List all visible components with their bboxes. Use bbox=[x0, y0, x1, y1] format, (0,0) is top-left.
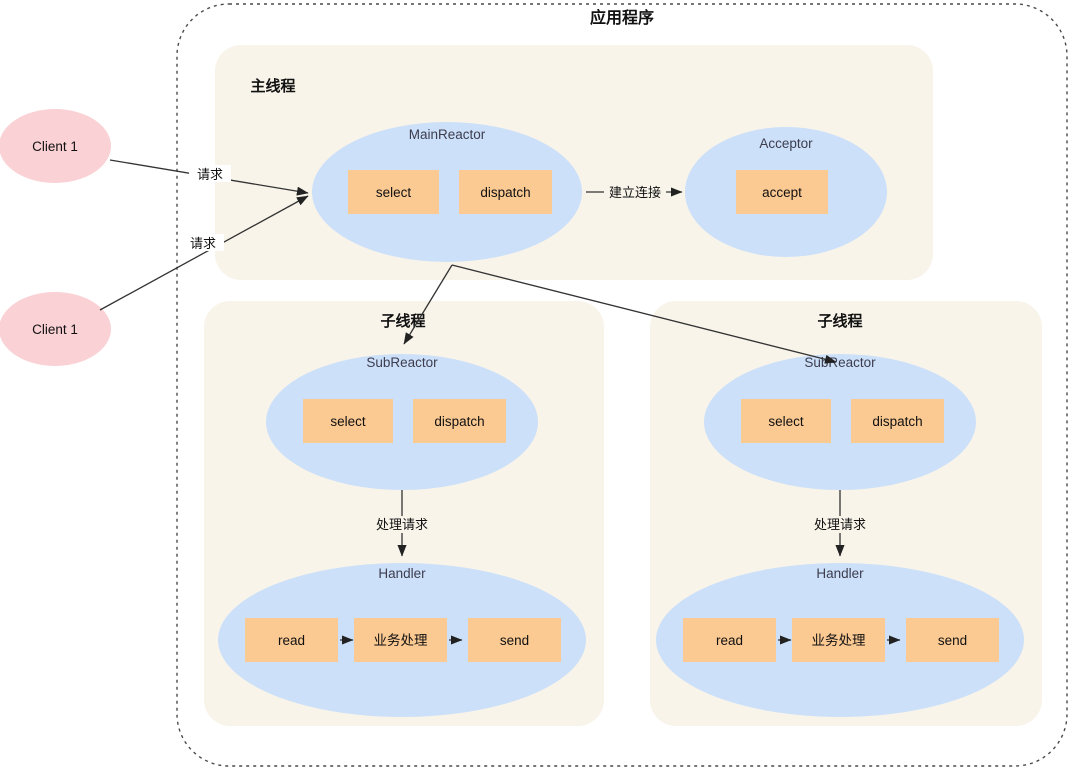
sub-reactor-2-dispatch-label: dispatch bbox=[872, 414, 922, 429]
application-boundary bbox=[176, 3, 1068, 767]
main-thread-title: 主线程 bbox=[250, 77, 295, 95]
process-request-label-2: 处理请求 bbox=[814, 517, 866, 532]
handler-2-process-box[interactable] bbox=[792, 618, 885, 662]
client-2-request-edge bbox=[99, 195, 309, 311]
dispatch-edge-to-sub-1 bbox=[403, 264, 453, 345]
main-reactor-ellipse bbox=[312, 122, 582, 262]
handler-label-2: Handler bbox=[816, 566, 864, 581]
main-reactor-dispatch-label: dispatch bbox=[480, 185, 530, 200]
handler-2-send-label: send bbox=[938, 633, 967, 648]
client-2-request-label: 请求 bbox=[190, 236, 216, 251]
acceptor-label: Acceptor bbox=[759, 136, 813, 151]
sub-reactor-1-dispatch-label: dispatch bbox=[434, 414, 484, 429]
sub-thread-title-1: 子线程 bbox=[380, 312, 425, 330]
handler-2-process-label: 业务处理 bbox=[812, 633, 866, 648]
main-reactor-dispatch-box[interactable] bbox=[459, 170, 552, 214]
acceptor-accept-label: accept bbox=[762, 185, 802, 200]
acceptor-accept-box[interactable] bbox=[736, 170, 828, 214]
handler-1-read-label: read bbox=[278, 633, 305, 648]
client-2-label: Client 1 bbox=[32, 322, 78, 337]
sub-thread-title-2: 子线程 bbox=[817, 312, 862, 330]
establish-connection-label: 建立连接 bbox=[609, 185, 661, 200]
sub-reactor-label-1: SubReactor bbox=[366, 355, 438, 370]
handler-1-send-box[interactable] bbox=[468, 618, 561, 662]
handler-1-process-label: 业务处理 bbox=[374, 633, 428, 648]
sub-reactor-1-select-label: select bbox=[330, 414, 366, 429]
main-reactor-label: MainReactor bbox=[409, 127, 486, 142]
sub-reactor-2-dispatch-box[interactable] bbox=[851, 399, 944, 443]
handler-2-read-box[interactable] bbox=[683, 618, 776, 662]
handler-1-send-label: send bbox=[500, 633, 529, 648]
process-request-label-1: 处理请求 bbox=[376, 517, 428, 532]
process-request-label-bg-2 bbox=[807, 516, 873, 533]
client-1-request-label-bg bbox=[189, 165, 231, 182]
sub-reactor-2-select-box[interactable] bbox=[741, 399, 831, 443]
client-2-request-label-bg bbox=[182, 234, 224, 251]
application-title: 应用程序 bbox=[590, 8, 654, 27]
dispatch-edge-to-sub-2 bbox=[451, 264, 837, 364]
handler-2-read-label: read bbox=[716, 633, 743, 648]
handler-2-send-box[interactable] bbox=[906, 618, 999, 662]
establish-connection-label-bg bbox=[604, 184, 666, 201]
client-1-label: Client 1 bbox=[32, 139, 78, 154]
handler-1-read-box[interactable] bbox=[245, 618, 338, 662]
sub-reactor-ellipse-1 bbox=[266, 354, 538, 490]
client-2-ellipse[interactable] bbox=[0, 292, 111, 366]
sub-reactor-ellipse-2 bbox=[704, 354, 976, 490]
process-request-label-bg-1 bbox=[369, 516, 435, 533]
sub-reactor-2-select-label: select bbox=[768, 414, 804, 429]
main-reactor-select-label: select bbox=[376, 185, 412, 200]
sub-reactor-1-dispatch-box[interactable] bbox=[413, 399, 506, 443]
handler-label-1: Handler bbox=[378, 566, 426, 581]
handler-1-process-box[interactable] bbox=[354, 618, 447, 662]
sub-reactor-1-select-box[interactable] bbox=[303, 399, 393, 443]
main-reactor-select-box[interactable] bbox=[348, 170, 439, 214]
client-1-ellipse[interactable] bbox=[0, 109, 111, 183]
client-1-request-label: 请求 bbox=[197, 167, 223, 182]
